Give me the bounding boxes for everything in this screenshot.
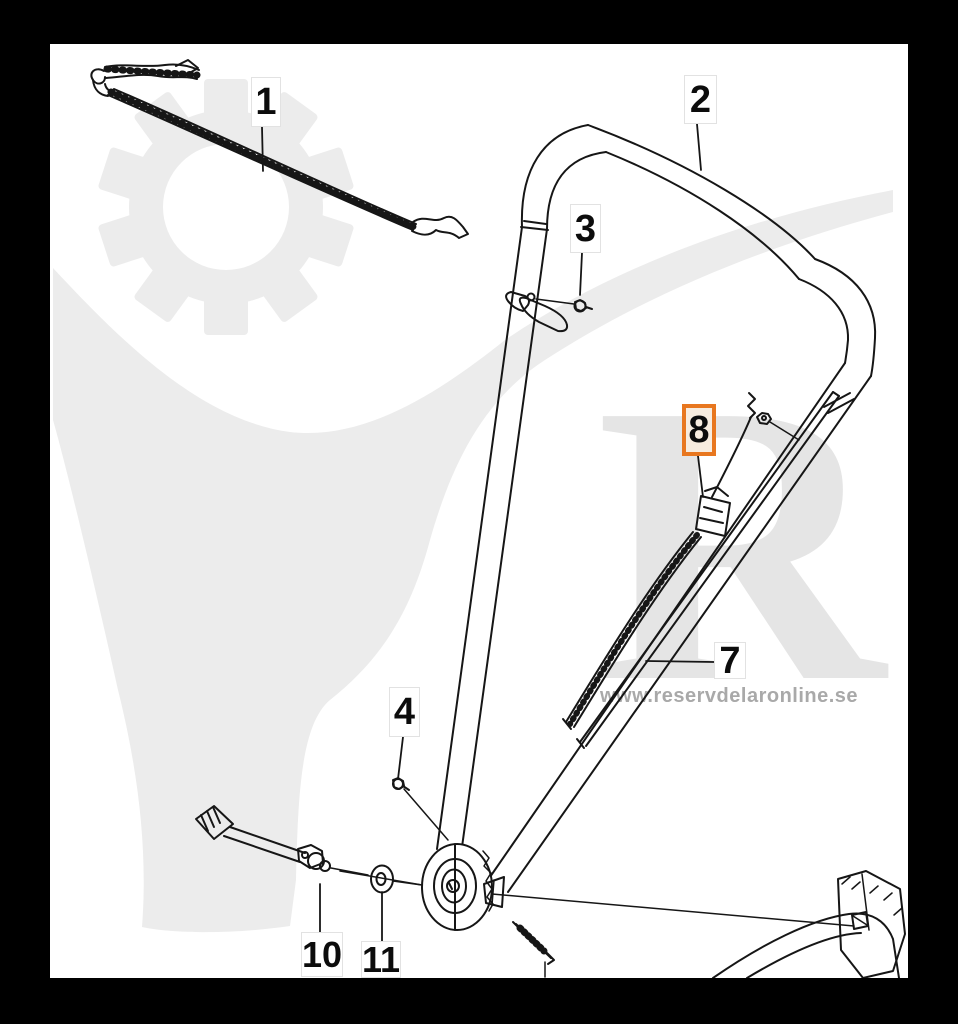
- axle-lines: [339, 870, 855, 927]
- bottom-screw: [512, 921, 555, 978]
- part-label-11[interactable]: 11: [361, 941, 401, 978]
- part-label-4[interactable]: 4: [389, 687, 420, 737]
- part-label-8-highlighted[interactable]: 8: [682, 404, 716, 456]
- part-8-cable-clip: [562, 392, 756, 730]
- part-label-7[interactable]: 7: [714, 639, 746, 682]
- watermark-url-text: www.reservdelaronline.se: [599, 685, 858, 707]
- handle-hub-disc: [421, 843, 505, 931]
- part-3-clamp: [505, 291, 593, 333]
- watermark-letter: R: [596, 322, 890, 765]
- label-leader-lines: [261, 123, 715, 942]
- part-label-8-text: 8: [688, 409, 710, 451]
- part-label-7-text: 7: [719, 639, 741, 682]
- part-2-handle: [436, 124, 877, 893]
- part-4-bolt: [392, 777, 449, 841]
- part-8-screw: [756, 412, 800, 441]
- part-7-rod: [576, 391, 840, 749]
- part-label-1[interactable]: 1: [251, 77, 281, 127]
- part-label-1-text: 1: [255, 81, 277, 123]
- part-label-3[interactable]: 3: [570, 204, 601, 253]
- part-label-10-text: 10: [301, 933, 343, 975]
- part-1-cable: [90, 59, 469, 239]
- watermark-swirl: [53, 190, 893, 933]
- watermark-gear: [98, 79, 354, 335]
- mower-deck-corner: [712, 870, 906, 978]
- part-label-4-text: 4: [393, 691, 416, 733]
- part-label-11-text: 11: [361, 938, 401, 978]
- part-label-2[interactable]: 2: [684, 75, 717, 124]
- part-label-2-text: 2: [689, 78, 712, 121]
- parts-diagram-drawing: R www.reservdelaronline.se: [53, 59, 906, 978]
- part-label-10[interactable]: 10: [301, 932, 343, 977]
- part-label-3-text: 3: [574, 207, 597, 250]
- diagram-canvas: R www.reservdelaronline.se: [50, 44, 908, 978]
- part-11-washer: [370, 864, 423, 894]
- part-10-knob-lever: [195, 805, 369, 876]
